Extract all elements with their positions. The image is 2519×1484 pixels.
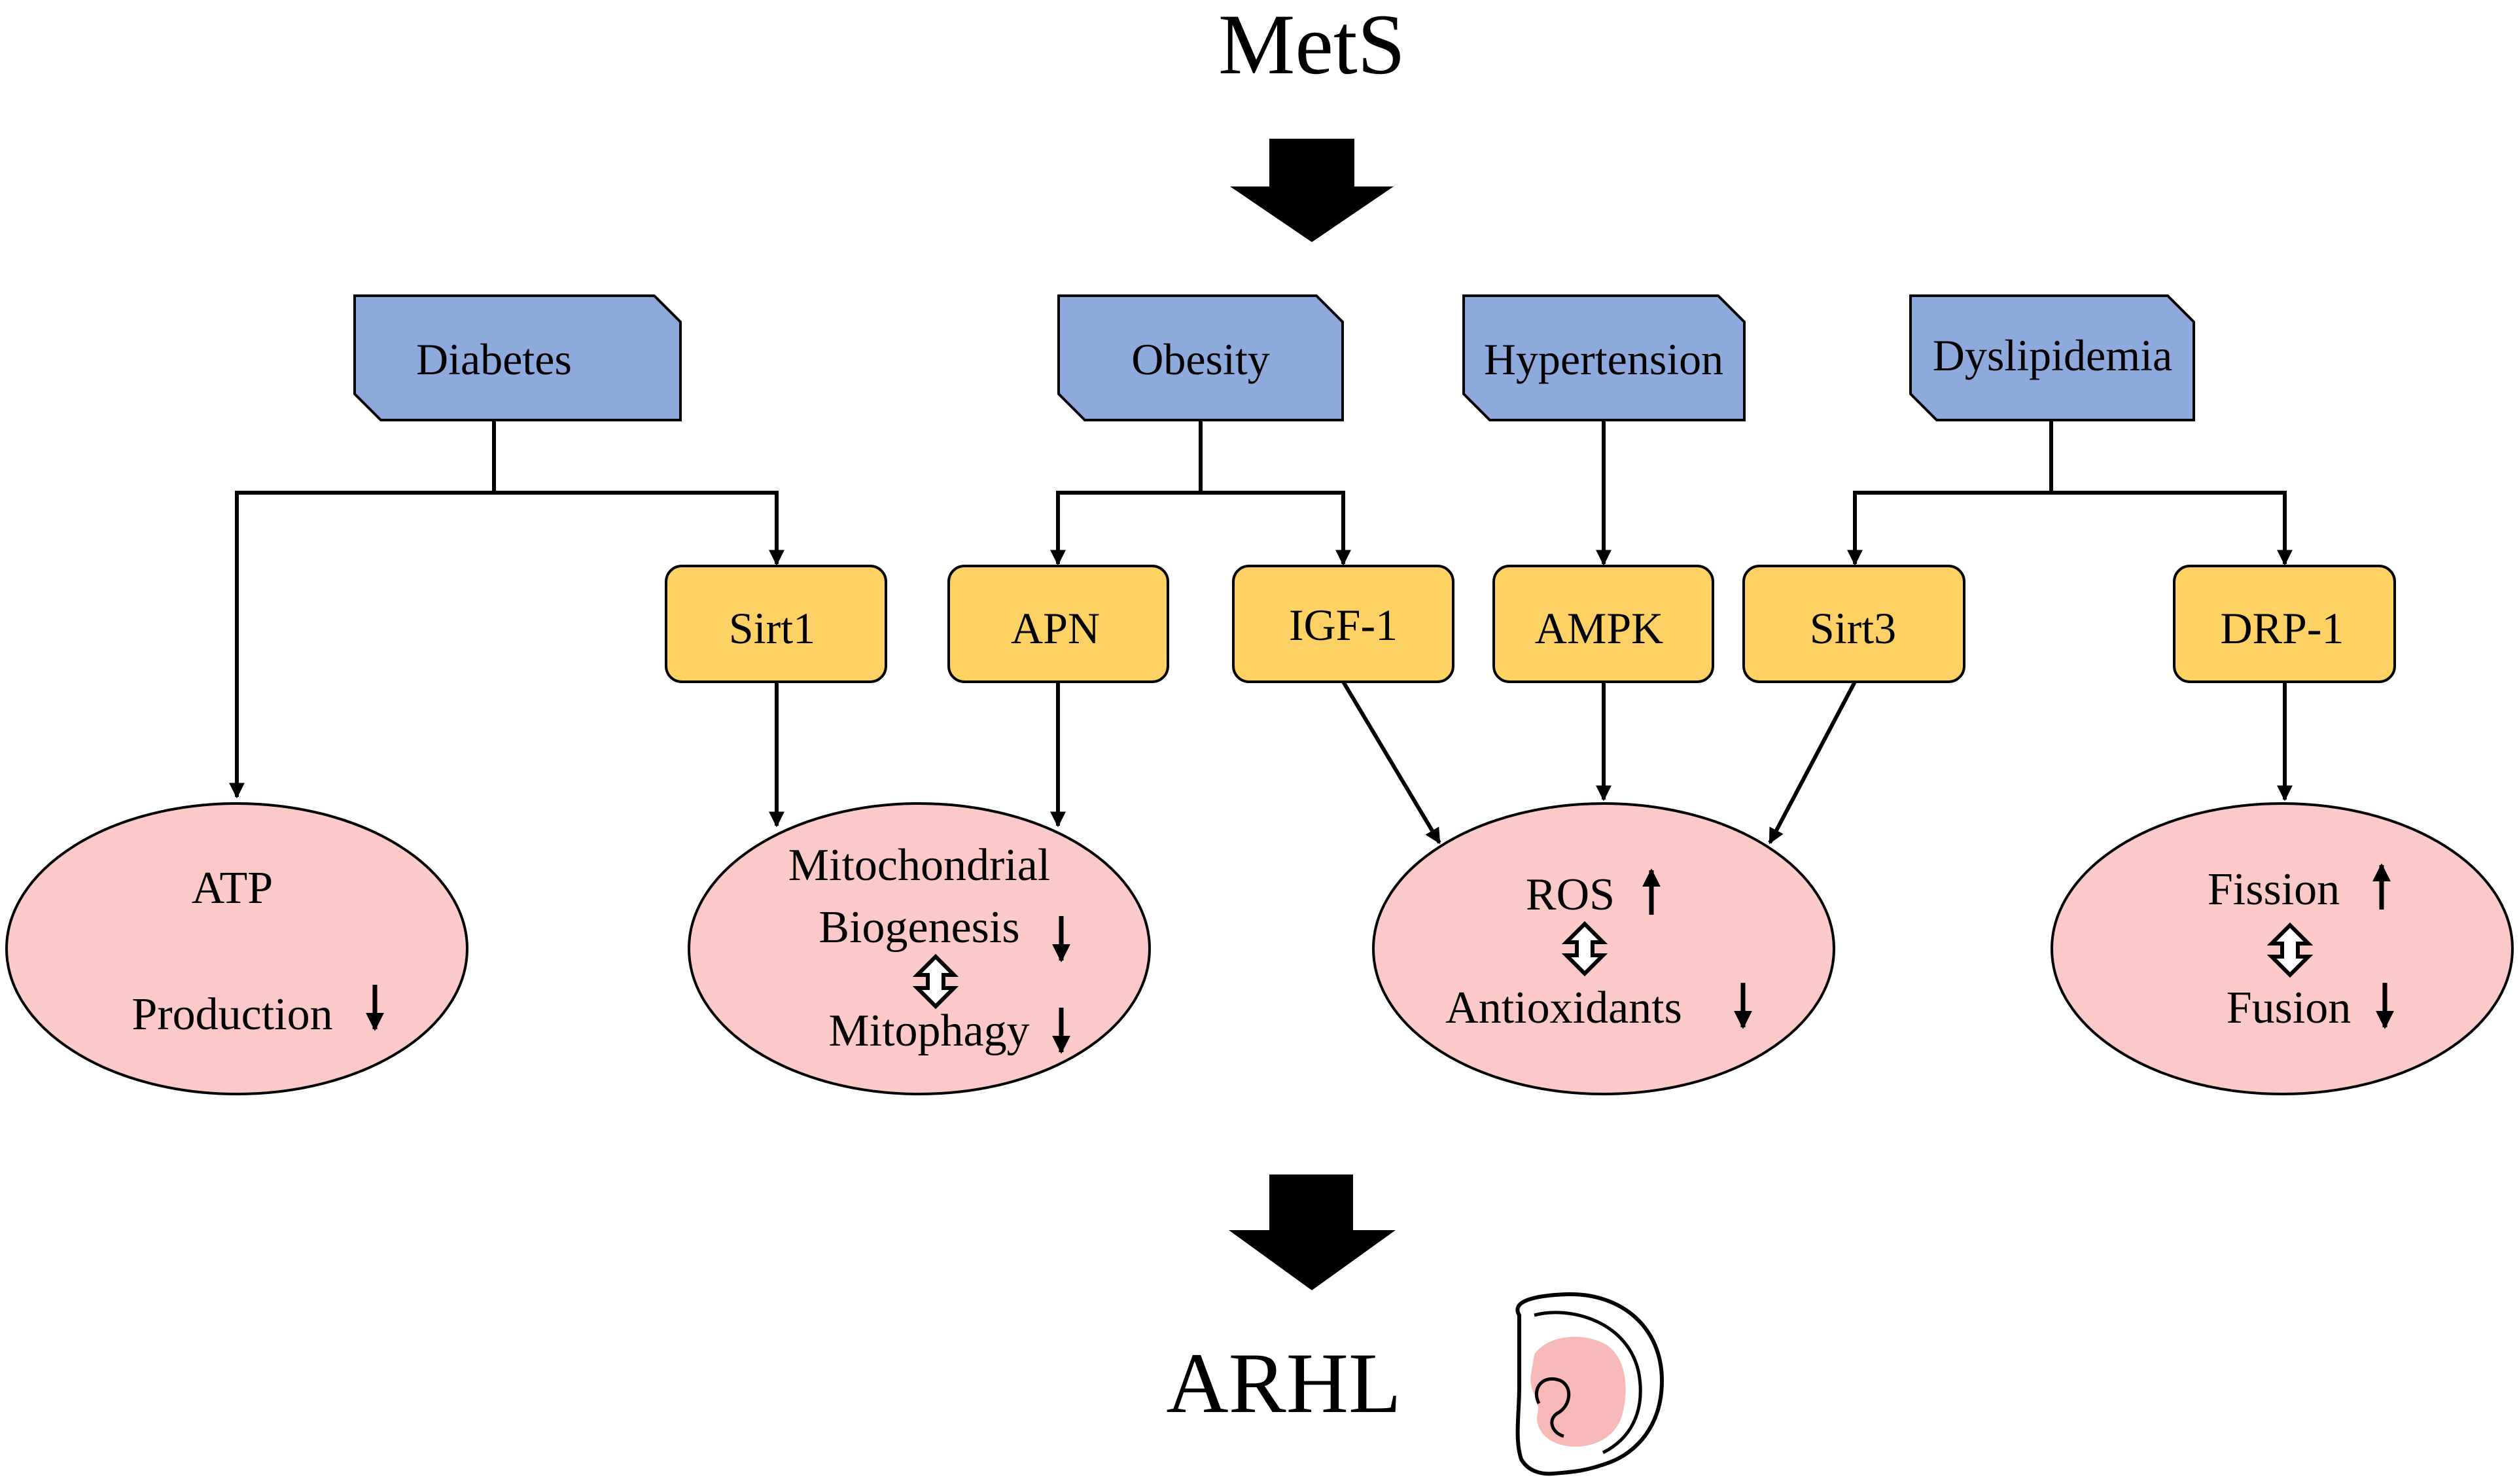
mediator-drp1: DRP-1 xyxy=(2173,565,2396,683)
mediator-igf1-label: IGF-1 xyxy=(1289,600,1398,650)
up-down-arrow-icon xyxy=(1561,921,1608,977)
condition-dyslipidemia-label: Dyslipidemia xyxy=(1933,330,2172,380)
ear-icon xyxy=(1515,1292,1665,1476)
outcome-atp: ATP Production xyxy=(5,802,468,1095)
connector-obesity-apn xyxy=(1050,420,1203,566)
up-down-arrow-icon xyxy=(2266,922,2314,978)
outcome-fission-line2: Fusion xyxy=(2227,983,2352,1033)
outcome-mito-line2: Biogenesis xyxy=(819,902,1019,953)
condition-obesity: Obesity xyxy=(1057,294,1344,421)
mediator-sirt1-label: Sirt1 xyxy=(729,603,815,653)
down-arrow-icon xyxy=(1229,1175,1396,1290)
outcome-ros-line1: ROS xyxy=(1526,870,1615,920)
outcome-ros: ROS Antioxidants xyxy=(1372,802,1835,1095)
outcome-fission-fusion: Fission Fusion xyxy=(2051,802,2514,1095)
mediator-sirt1: Sirt1 xyxy=(665,565,887,683)
condition-diabetes-label: Diabetes xyxy=(416,334,572,384)
down-arrow-icon xyxy=(1230,139,1394,242)
connector-diabetes-sirt1 xyxy=(494,491,784,566)
mediator-sirt3: Sirt3 xyxy=(1742,565,1965,683)
outcome-mito-line1: Mitochondrial xyxy=(788,840,1050,891)
title-mets: MetS xyxy=(1218,0,1405,92)
condition-dyslipidemia: Dyslipidemia xyxy=(1909,294,2195,421)
outcome-ros-line2: Antioxidants xyxy=(1445,983,1682,1033)
title-arhl: ARHL xyxy=(1166,1335,1401,1431)
condition-obesity-label: Obesity xyxy=(1131,334,1270,384)
outcome-atp-line2: Production xyxy=(132,989,332,1040)
connector-obesity-igf1 xyxy=(1201,491,1351,566)
connector-dyslipidemia-sirt3 xyxy=(1847,420,2053,566)
mediator-apn: APN xyxy=(947,565,1169,683)
mediator-apn-label: APN xyxy=(1011,603,1100,653)
up-down-arrow-icon xyxy=(912,953,959,1010)
connector-sirt3-ros xyxy=(1768,680,1857,845)
mediator-ampk: AMPK xyxy=(1492,565,1714,683)
mediator-ampk-label: AMPK xyxy=(1535,603,1664,653)
outcome-atp-line1: ATP xyxy=(192,863,273,913)
outcome-fission-line1: Fission xyxy=(2208,864,2340,915)
outcome-mitochondrial: Mitochondrial Biogenesis Mitophagy xyxy=(688,802,1151,1095)
condition-hypertension-label: Hypertension xyxy=(1484,334,1723,384)
condition-diabetes: Diabetes xyxy=(353,294,682,421)
condition-hypertension: Hypertension xyxy=(1462,294,1746,421)
outcome-mito-line3: Mitophagy xyxy=(828,1006,1029,1056)
connector-diabetes-atp xyxy=(229,420,496,799)
connector-dyslipidemia-drp1 xyxy=(2051,491,2293,566)
mediator-drp1-label: DRP-1 xyxy=(2221,603,2344,653)
mediator-igf1: IGF-1 xyxy=(1232,565,1454,683)
mediator-sirt3-label: Sirt3 xyxy=(1810,603,1896,653)
connector-igf1-ros xyxy=(1341,680,1441,845)
